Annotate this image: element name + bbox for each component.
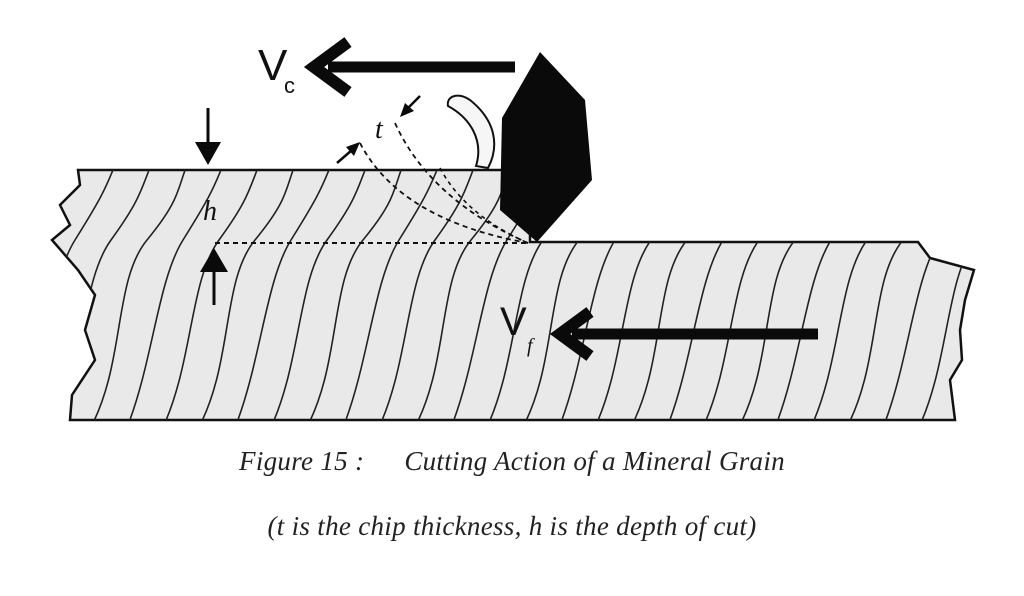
figure-title: Cutting Action of a Mineral Grain <box>404 446 785 476</box>
vf-subscript: f <box>527 335 535 357</box>
grain-line <box>91 170 188 420</box>
chip-curl <box>446 94 496 170</box>
grain-line <box>992 165 1024 425</box>
h-bottom-arrow <box>200 248 228 305</box>
grain-line <box>379 170 476 420</box>
chip-dashed-arc-inner <box>394 122 529 244</box>
grain-line <box>127 170 224 420</box>
vf-label: V <box>500 300 527 344</box>
vc-arrow <box>303 37 515 97</box>
grain-line <box>307 170 404 420</box>
h-top-arrow <box>195 108 221 165</box>
h-label: h <box>203 196 217 227</box>
cutting-diagram: V c V f h t <box>50 37 1024 425</box>
mineral-grain-tool <box>500 52 592 242</box>
grain-line <box>52 170 116 420</box>
vc-subscript: c <box>284 73 295 98</box>
grain-line <box>343 170 440 420</box>
figure-number: Figure 15 : <box>239 446 365 476</box>
vf-arrow <box>549 307 818 361</box>
figure-note: (t is the chip thickness, h is the depth… <box>267 511 757 541</box>
t-left-arrow <box>336 142 360 164</box>
chip-dashed-arc-mid <box>439 167 529 244</box>
workpiece <box>50 168 976 422</box>
t-label: t <box>375 114 384 145</box>
grain-line <box>199 170 296 420</box>
vc-label: V <box>258 41 288 90</box>
grain-line <box>271 170 368 420</box>
t-right-arrow <box>400 95 421 117</box>
figure-caption: Figure 15 : Cutting Action of a Mineral G… <box>0 446 1024 477</box>
grain-line <box>235 170 332 420</box>
chip-dashed-arc-outer <box>359 142 529 244</box>
